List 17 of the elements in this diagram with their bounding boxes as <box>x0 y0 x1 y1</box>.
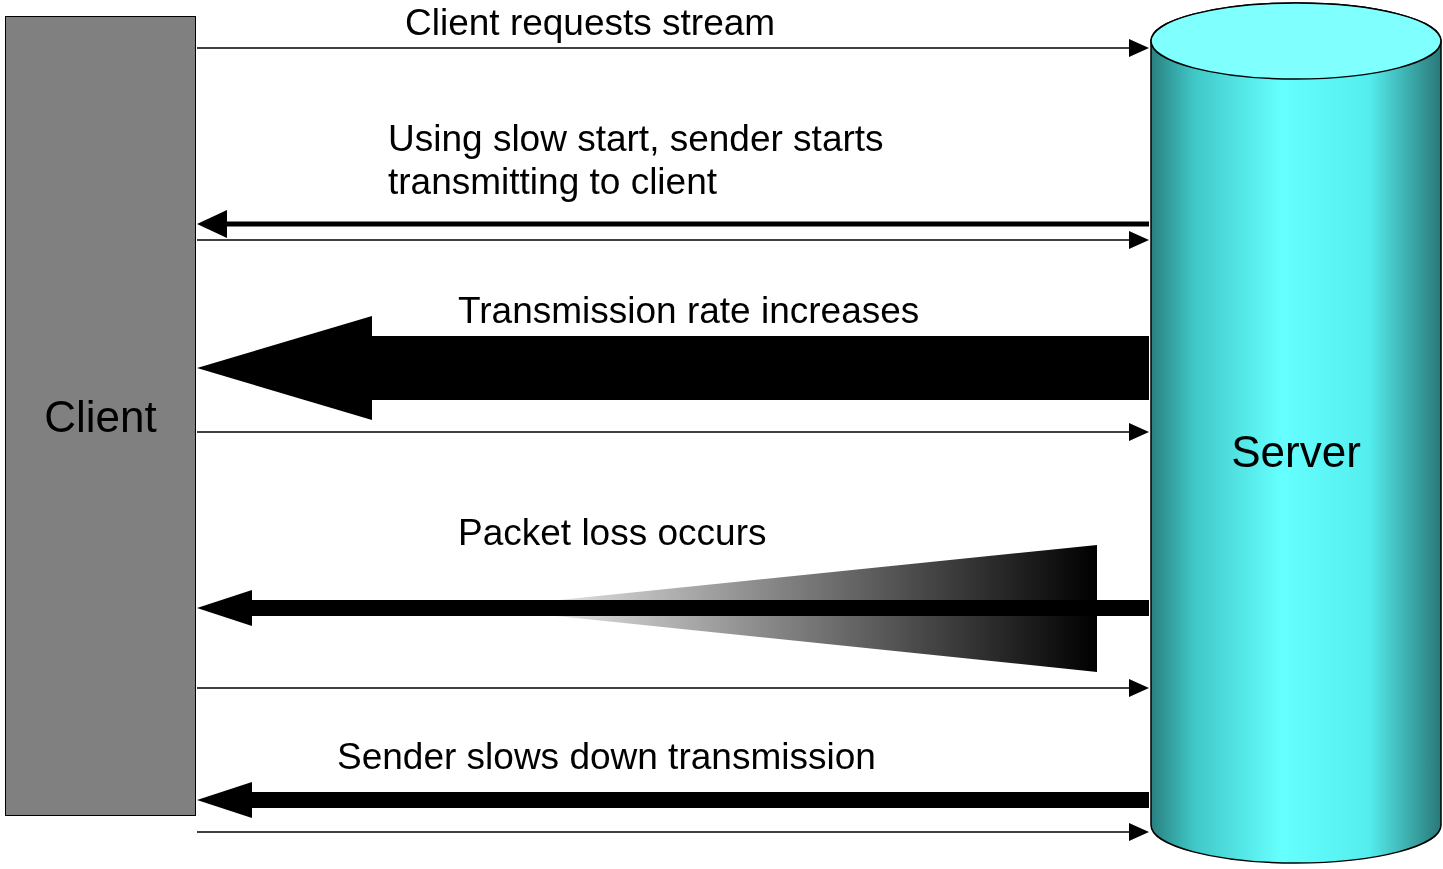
arrow <box>196 39 1149 57</box>
arrow <box>196 823 1149 841</box>
arrow <box>196 679 1149 697</box>
edge-label: Transmission rate increases <box>458 290 921 333</box>
thick-arrow <box>197 782 1149 818</box>
thick-arrow <box>197 316 1149 420</box>
client-box <box>5 16 196 816</box>
thick-arrow <box>197 590 1149 626</box>
node-label: Server <box>1230 427 1362 477</box>
arrow <box>196 423 1149 441</box>
thick-arrow <box>197 210 1149 238</box>
arrow <box>196 231 1149 249</box>
edge-label: Sender slows down transmission <box>337 736 877 779</box>
edge-label: Packet loss occurs <box>458 512 768 555</box>
node-label: Client <box>43 392 158 442</box>
edge-label: Client requests stream <box>405 2 777 45</box>
edge-label: Using slow start, sender starts transmitting to client <box>388 118 885 204</box>
